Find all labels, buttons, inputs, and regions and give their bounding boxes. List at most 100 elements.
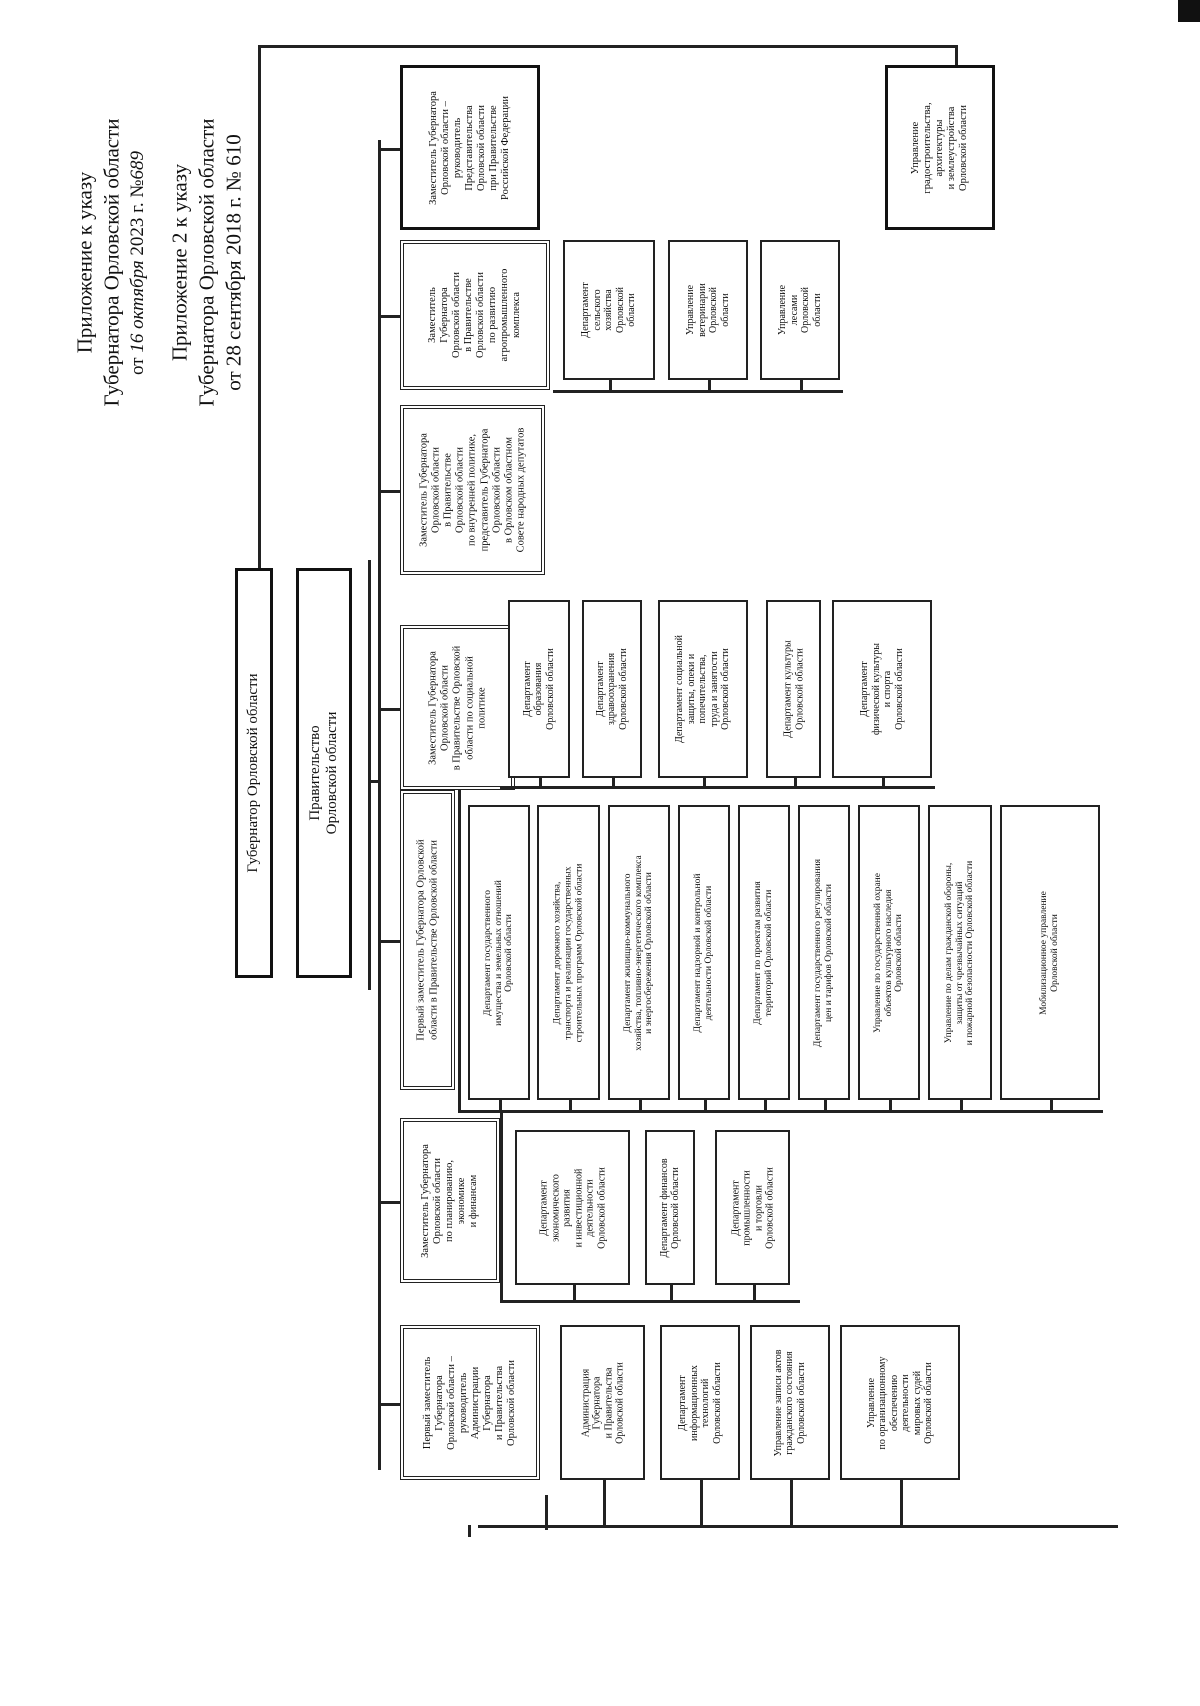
- deputy-box-5-label: Заместитель Губернатора Орловской област…: [418, 427, 526, 553]
- sub-c3-box-3-label: Департамент жилищно-коммунального хозяйс…: [622, 854, 655, 1051]
- sub-c3-box-3: Департамент жилищно-коммунального хозяйс…: [608, 805, 670, 1100]
- deputy-box-5: Заместитель Губернатора Орловской област…: [400, 405, 545, 575]
- header-number-handwritten: 689: [127, 150, 148, 180]
- sub-c3-box-1-label: Департамент государственного имущества и…: [482, 879, 515, 1026]
- sub-c2-box-2-label: Департамент финансов Орловской области: [658, 1157, 682, 1258]
- sub-c3-box-1: Департамент государственного имущества и…: [468, 805, 530, 1100]
- sub-c2-box-2: Департамент финансов Орловской области: [645, 1130, 695, 1285]
- scan-corner-mark: [1178, 0, 1200, 22]
- sub-c6-stub-3: [800, 380, 803, 392]
- sub-c3-vertical: [458, 790, 461, 1113]
- deputy-box-7-label: Заместитель Губернатора Орловской област…: [427, 90, 512, 205]
- header-line-1: Приложение к указу: [72, 172, 97, 354]
- header-line-5: Губернатора Орловской области: [194, 118, 219, 407]
- sub-c4-box-1: Департамент образования Орловской област…: [508, 600, 570, 778]
- sub-c3-stub-3: [639, 1100, 642, 1112]
- deputy-stub-1: [378, 1402, 402, 1406]
- sub-c1-stub-2: [700, 1480, 703, 1525]
- sub-c2-stub-3: [752, 1285, 756, 1301]
- sub-c3-box-8-label: Управление по делам гражданской обороны,…: [943, 860, 976, 1045]
- deputy-box-1-label: Первый заместитель Губернатора Орловской…: [421, 1355, 518, 1450]
- sub-c6-box-3-label: Управление лесами Орловской области: [777, 284, 823, 336]
- frame-right-drop: [955, 45, 958, 67]
- sub-c6-box-1-label: Департамент сельского хозяйства Орловско…: [580, 282, 638, 338]
- frame-left-vertical: [258, 45, 261, 575]
- header-appendix-title: Приложение к указу: [73, 93, 98, 433]
- deputy-stub-4: [378, 707, 402, 711]
- sub-c2-stub-1: [572, 1285, 576, 1301]
- sub-c6-box-1: Департамент сельского хозяйства Орловско…: [563, 240, 655, 380]
- deputy-box-4-label: Заместитель Губернатора Орловской област…: [427, 645, 487, 770]
- deputy-box-1: Первый заместитель Губернатора Орловской…: [400, 1325, 540, 1480]
- sub-c6-box-3: Управление лесами Орловской области: [760, 240, 840, 380]
- deputy-stub-5: [378, 490, 402, 493]
- header-line-6: от 28 сентября 2018 г. № 610: [221, 134, 246, 392]
- sub-c3-box-7: Управление по государственной охране объ…: [858, 805, 920, 1100]
- sub-c4-stub-2: [612, 778, 615, 788]
- right-unit-box: Управление градостроительства, архитекту…: [885, 65, 995, 230]
- sub-c3-box-6: Департамент государственного регулирован…: [798, 805, 850, 1100]
- deputy-box-2-label: Заместитель Губернатора Орловской област…: [419, 1143, 480, 1258]
- sub-c3-box-2: Департамент дорожного хозяйства, транспо…: [537, 805, 600, 1100]
- government-box: Правительство Орловской области: [296, 568, 352, 978]
- sub-c1-box-2-label: Департамент информационных технологий Ор…: [677, 1361, 723, 1444]
- gov-bus-join: [368, 780, 380, 783]
- deputy-stub-6: [378, 315, 402, 318]
- sub-c1-stub-3: [790, 1480, 793, 1525]
- sub-c2-stub-2: [670, 1285, 673, 1301]
- sub-c4-bus: [500, 786, 935, 789]
- sub-c4-box-1-label: Департамент образования Орловской област…: [521, 648, 556, 730]
- sub-c3-bus: [458, 1110, 1103, 1113]
- sub-c4-stub-1: [539, 778, 542, 788]
- sub-c4-stub-3: [703, 778, 706, 788]
- sub-c3-stub-5: [764, 1100, 767, 1112]
- sub-c1-box-1-label: Администрация Губернатора и Правительств…: [579, 1361, 626, 1444]
- sub-c4-box-3: Департамент социальной защиты, опеки и п…: [658, 600, 748, 778]
- sub-c3-stub-1: [499, 1100, 502, 1112]
- sub-c3-stub-8: [960, 1100, 963, 1112]
- sub-c1-box-4: Управление по организационному обеспечен…: [840, 1325, 960, 1480]
- sub-c3-stub-6: [824, 1100, 827, 1112]
- header-appendix2-title: Приложение 2 к указу: [168, 83, 193, 443]
- government-box-label: Правительство Орловской области: [306, 711, 340, 835]
- deputy-box-3: Первый заместитель Губернатора Орловской…: [400, 790, 455, 1090]
- sub-c2-bus: [500, 1300, 800, 1303]
- sub-c3-box-4-label: Департамент надзорной и контрольной деят…: [693, 873, 714, 1032]
- sub-bar-c1: [468, 1525, 471, 1537]
- sub-c6-box-2: Управление ветеринарии Орловской области: [668, 240, 748, 380]
- sub-c1-left: [545, 1495, 548, 1530]
- sub-c3-box-5: Департамент по проектам развития террито…: [738, 805, 790, 1100]
- sub-c2-vertical: [500, 1110, 503, 1303]
- deputy-stub-7: [378, 147, 402, 151]
- deputy-box-6-label: Заместитель Губернатора Орловской област…: [426, 268, 523, 362]
- deputy-box-2: Заместитель Губернатора Орловской област…: [400, 1118, 500, 1283]
- sub-c1-box-4-label: Управление по организационному обеспечен…: [865, 1355, 935, 1450]
- frame-top-bar: [258, 45, 958, 48]
- sub-c6-stub-1: [609, 380, 612, 392]
- sub-bus-bottom: [478, 1525, 1118, 1528]
- sub-c4-stub-4: [793, 778, 797, 788]
- deputy-box-3-label: Первый заместитель Губернатора Орловской…: [415, 839, 439, 1041]
- sub-c4-box-4-label: Департамент культуры Орловской области: [782, 640, 805, 738]
- header-line-4: Приложение 2 к указу: [167, 164, 192, 362]
- sub-c2-box-3: Департамент промышленности и торговли Ор…: [715, 1130, 790, 1285]
- governor-box: Губернатор Орловской области: [235, 568, 273, 978]
- sub-c2-box-1: Департамент экономического развития и ин…: [515, 1130, 630, 1285]
- sub-c1-box-1: Администрация Губернатора и Правительств…: [560, 1325, 645, 1480]
- header-date-line: от 16 октября 2023 г. №689: [127, 53, 149, 473]
- sub-c4-box-2-label: Департамент здравоохранения Орловской об…: [594, 648, 629, 730]
- sub-c1-box-2: Департамент информационных технологий Ор…: [660, 1325, 740, 1480]
- sub-c3-box-4: Департамент надзорной и контрольной деят…: [678, 805, 730, 1100]
- sub-c1-stub-4: [900, 1480, 903, 1525]
- deputy-stub-3: [378, 940, 402, 943]
- sub-c4-box-5: Департамент физической культуры и спорта…: [832, 600, 932, 778]
- sub-c3-box-6-label: Департамент государственного регулирован…: [813, 858, 834, 1047]
- sub-c3-box-9: Мобилизационное управление Орловской обл…: [1000, 805, 1100, 1100]
- governor-box-label: Губернатор Орловской области: [245, 673, 262, 873]
- deputies-bus: [378, 140, 381, 1470]
- header-line-2: Губернатора Орловской области: [99, 118, 124, 407]
- deputy-stub-2: [378, 1200, 402, 1204]
- sub-c6-box-2-label: Управление ветеринарии Орловской области: [685, 283, 731, 337]
- header-date-prefix: от: [127, 357, 148, 375]
